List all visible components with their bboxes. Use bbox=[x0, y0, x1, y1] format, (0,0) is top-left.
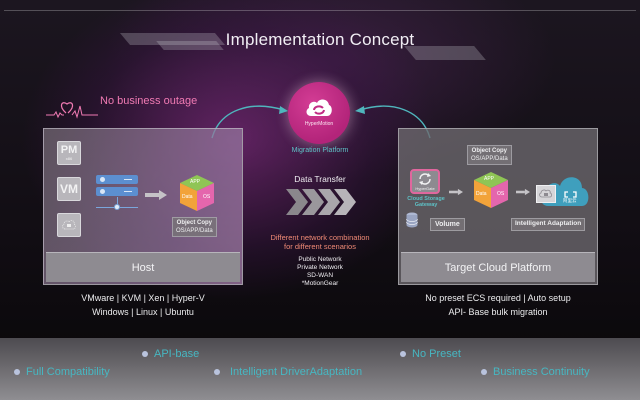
bullet-icon bbox=[400, 351, 406, 357]
pm-icon: PM x86 bbox=[57, 141, 81, 165]
hypergate-icon: HyperGate bbox=[410, 169, 440, 194]
network-item: Public Network bbox=[298, 256, 342, 263]
host-platforms-line2: Windows | Linux | Ubuntu bbox=[92, 306, 194, 317]
feature-intelligent-driver-adaptation: Intelligent DriverAdaptation bbox=[214, 366, 362, 378]
cube-face-app: APP bbox=[484, 176, 495, 182]
target-notes-text: No preset ECS required | Auto setup API-… bbox=[398, 292, 598, 320]
arrow-right-icon bbox=[516, 188, 530, 196]
pm-sub-label: x86 bbox=[65, 156, 73, 161]
network-list: Public Network Private Network SD-WAN *M… bbox=[260, 256, 380, 289]
network-item: SD-WAN bbox=[306, 272, 334, 280]
features-band: Full Compatibility API-base Intelligent … bbox=[0, 338, 640, 400]
database-icon bbox=[406, 212, 418, 228]
chevrons-right-icon bbox=[286, 189, 356, 215]
object-copy-title: Object Copy bbox=[176, 220, 213, 226]
target-notes-line2: API- Base bulk migration bbox=[448, 306, 548, 317]
network-line bbox=[117, 197, 118, 207]
target-notes-line1: No preset ECS required | Auto setup bbox=[425, 293, 571, 303]
feature-api-base: API-base bbox=[142, 348, 199, 360]
cube-face-os: OS bbox=[203, 194, 211, 200]
cloud-sync-icon bbox=[306, 99, 332, 116]
page-title: Implementation Concept bbox=[225, 30, 415, 49]
gateway-caption-line2: Gateway bbox=[414, 202, 438, 209]
cube-face-os: OS bbox=[497, 191, 505, 197]
feature-label: Intelligent DriverAdaptation bbox=[230, 366, 363, 378]
feature-label: No Preset bbox=[412, 348, 461, 360]
feature-label: Full Compatibility bbox=[26, 366, 110, 378]
bullet-icon bbox=[214, 369, 220, 375]
feature-business-continuity: Business Continuity bbox=[481, 366, 590, 378]
migrated-vm-icon bbox=[536, 185, 556, 203]
object-copy-tag: Object Copy OS/APP/Data bbox=[172, 217, 217, 238]
hub-caption: Migration Platform bbox=[291, 147, 349, 154]
cloud-source-icon bbox=[57, 213, 81, 237]
sync-icon bbox=[419, 172, 431, 185]
cube-face-data: Data bbox=[476, 191, 487, 197]
network-item: *MotionGear bbox=[301, 280, 339, 288]
bullet-icon bbox=[14, 369, 20, 375]
vm-icon: VM bbox=[57, 177, 81, 201]
host-platforms-line1: VMware | KVM | Xen | Hyper-V bbox=[81, 293, 205, 303]
os-app-data-cube-icon bbox=[474, 172, 508, 208]
host-panel-footer: Host bbox=[46, 252, 240, 282]
object-copy-title: Object Copy bbox=[471, 148, 508, 154]
feature-label: Business Continuity bbox=[493, 366, 590, 378]
vm-label: VM bbox=[60, 182, 78, 196]
data-transfer-label: Data Transfer bbox=[294, 174, 346, 184]
feature-no-preset: No Preset bbox=[400, 348, 461, 360]
feature-label: API-base bbox=[154, 348, 200, 360]
network-combination-heading: Different network combination for differ… bbox=[240, 233, 400, 251]
host-panel: Host bbox=[43, 128, 243, 285]
network-heading-line1: Different network combination bbox=[270, 233, 370, 242]
network-node-icon bbox=[114, 204, 120, 210]
bullet-icon bbox=[481, 369, 487, 375]
cloud-storage-gateway-caption: Cloud Storage Gateway bbox=[400, 196, 452, 208]
object-copy-detail: OS/APP/Data bbox=[176, 228, 213, 235]
network-heading-line2: for different scenarios bbox=[284, 242, 356, 251]
cloud-outline-icon bbox=[62, 220, 76, 230]
server-rack-icon bbox=[96, 187, 138, 196]
bullet-icon bbox=[142, 351, 148, 357]
os-app-data-cube-icon bbox=[180, 175, 214, 211]
object-copy-tag: Object Copy OS/APP/Data bbox=[467, 145, 512, 166]
hub-product-label: HyperMotion bbox=[304, 121, 334, 127]
pm-label: PM bbox=[60, 144, 78, 156]
feature-full-compatibility: Full Compatibility bbox=[14, 366, 110, 378]
network-item: Private Network bbox=[297, 264, 343, 272]
server-rack-icon bbox=[96, 175, 138, 184]
cube-face-data: Data bbox=[182, 194, 193, 200]
volume-tag: Volume bbox=[430, 218, 465, 232]
cube-face-app: APP bbox=[190, 179, 201, 185]
heartbeat-icon bbox=[46, 102, 98, 119]
arrow-right-icon bbox=[145, 190, 167, 200]
arrow-right-icon bbox=[449, 188, 463, 196]
target-panel-footer: Target Cloud Platform bbox=[401, 252, 595, 282]
no-outage-label: No business outage bbox=[100, 95, 198, 107]
host-platforms-text: VMware | KVM | Xen | Hyper-V Windows | L… bbox=[43, 292, 243, 320]
hypermotion-hub: HyperMotion bbox=[288, 82, 350, 144]
intelligent-adaptation-tag: Intelligent Adaptation bbox=[511, 218, 586, 231]
gateway-caption-line1: Cloud Storage bbox=[407, 196, 445, 202]
cloud-provider-label: 阿里云 bbox=[563, 198, 577, 203]
hypergate-label: HyperGate bbox=[415, 185, 435, 191]
object-copy-detail: OS/APP/Data bbox=[471, 156, 508, 163]
top-divider bbox=[4, 10, 636, 11]
cloud-vm-icon bbox=[539, 189, 552, 198]
